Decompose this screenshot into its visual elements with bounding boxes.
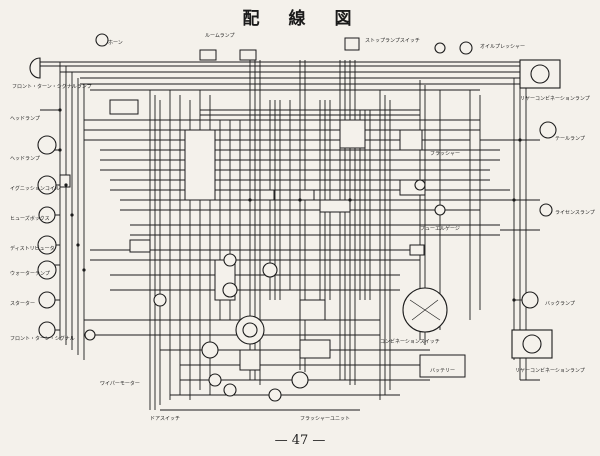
headlamp-icon	[37, 135, 57, 155]
svg-text:ライセンスランプ: ライセンスランプ	[555, 210, 595, 216]
svg-text:フューエルゲージ: フューエルゲージ	[420, 225, 460, 232]
svg-text:リヤーコンビネーションランプ: リヤーコンビネーションランプ	[515, 367, 585, 374]
svg-text:ホーン: ホーン	[108, 40, 123, 46]
right-lamps	[434, 41, 561, 359]
left-lamps	[29, 33, 167, 341]
svg-text:ヒューズボックス: ヒューズボックス	[10, 215, 50, 222]
svg-text:バッテリー: バッテリー	[430, 368, 455, 374]
svg-text:フラッシャーユニット: フラッシャーユニット	[300, 416, 350, 422]
svg-text:テールランプ: テールランプ	[555, 136, 585, 142]
junction-dots	[58, 108, 522, 302]
svg-text:ヘッドランプ: ヘッドランプ	[10, 116, 40, 122]
svg-text:コンビネーションスイッチ: コンビネーションスイッチ	[380, 338, 440, 345]
svg-text:ルームランプ: ルームランプ	[205, 33, 234, 39]
svg-text:ワイパーモーター: ワイパーモーター	[100, 380, 140, 387]
svg-text:バックランプ: バックランプ	[545, 301, 575, 307]
svg-text:フラッシャー: フラッシャー	[430, 151, 460, 157]
svg-text:ウォーターテンプ: ウォーターテンプ	[10, 270, 50, 277]
svg-text:ディストリビュータ: ディストリビュータ	[10, 245, 55, 252]
front-turn-signal-lamp-left	[29, 57, 41, 79]
svg-text:リヤーコンビネーションランプ: リヤーコンビネーションランプ	[520, 95, 590, 102]
tail-lamp-icon	[539, 121, 557, 139]
fuse-box-block	[184, 129, 216, 201]
svg-text:ヘッドランプ: ヘッドランプ	[10, 156, 40, 162]
svg-text:ドアスイッチ: ドアスイッチ	[150, 416, 180, 422]
page-number: — 47 —	[274, 433, 326, 448]
svg-text:イグニッションコイル: イグニッションコイル	[10, 185, 60, 192]
license-lamp-icon	[539, 203, 553, 217]
central-components	[201, 179, 448, 402]
label-front-turn-left: フロント・ターン・シグナルランプ	[12, 83, 92, 90]
page-title: 配 線 図	[242, 9, 358, 29]
top-connector	[344, 37, 360, 51]
svg-text:オイルプレッシャー: オイルプレッシャー	[480, 44, 525, 50]
svg-text:フロント・ターン・シグナル: フロント・ターン・シグナル	[10, 335, 75, 342]
battery-block	[419, 354, 466, 378]
component-labels: フロント・ターン・シグナルランプ ホーン ヘッドランプ ヘッドランプ イグニッシ…	[10, 33, 595, 422]
svg-text:ストップランプスイッチ: ストップランプスイッチ	[365, 38, 420, 44]
back-lamp-icon	[521, 291, 539, 309]
svg-text:スターター: スターター	[10, 300, 35, 307]
horn-icon	[95, 33, 109, 47]
